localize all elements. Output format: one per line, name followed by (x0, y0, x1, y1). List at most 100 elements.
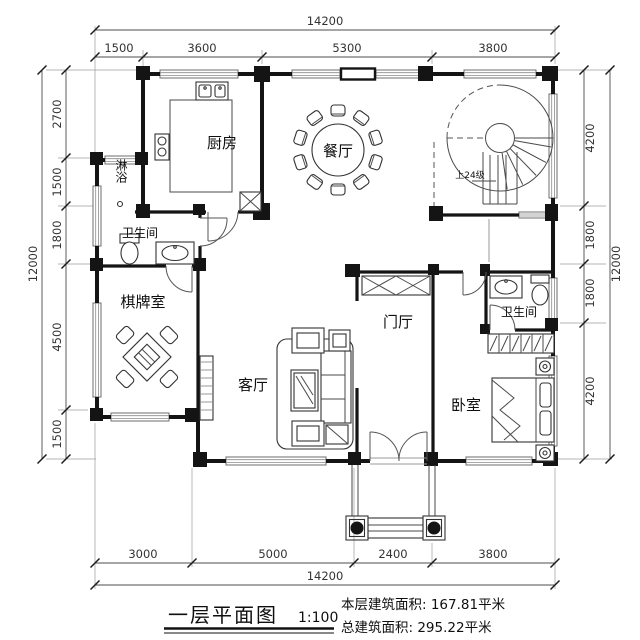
toilet (530, 274, 550, 306)
bathroom-1: 卫生间 (119, 226, 195, 265)
dining-chair (352, 174, 370, 190)
dim-label: 4200 (583, 376, 597, 405)
dining-chair (352, 110, 370, 126)
dim-left-segments: 2700 1500 1800 4500 1500 (50, 64, 72, 465)
window (225, 456, 327, 466)
window (92, 302, 102, 398)
entry-porch (345, 465, 446, 541)
door-arc (489, 304, 516, 331)
dim-top-segments: 1500 3600 5300 3800 (89, 41, 561, 63)
floor-drain (116, 200, 124, 208)
room-label-chess: 棋牌室 (120, 293, 165, 311)
chess-chairs (115, 325, 179, 389)
pillow (539, 410, 552, 436)
room-label-foyer: 门厅 (383, 313, 413, 331)
dining-chair (330, 183, 346, 196)
room-label-shower: 淋浴 (114, 159, 128, 184)
dining-chair (293, 129, 308, 146)
dim-label: 2700 (50, 99, 64, 128)
room-label-bath1: 卫生间 (122, 226, 158, 240)
wall-pier (339, 67, 377, 81)
kitchen-sink (195, 81, 229, 101)
dim-label: 3800 (478, 41, 507, 55)
room-label-kitchen: 厨房 (207, 134, 237, 152)
porch-column (422, 515, 446, 541)
dining-chair (306, 174, 324, 190)
window (518, 211, 549, 219)
dining-chair (368, 154, 383, 171)
window (465, 456, 533, 466)
nightstand (535, 357, 555, 376)
foyer: 门厅 (361, 275, 431, 331)
tv-cabinet (199, 355, 214, 421)
bathroom-2: 卫生间 (489, 274, 550, 319)
kitchen: 厨房 (154, 81, 262, 212)
entry-double-door (369, 431, 428, 465)
plan-title: 一层平面图 (168, 603, 278, 627)
window (463, 69, 537, 79)
dining-chair (330, 104, 346, 117)
flue-box (239, 191, 262, 212)
plan-scale: 1:100 (298, 610, 338, 626)
toilet (119, 233, 140, 265)
dining-room: 餐厅 (293, 104, 383, 196)
room-label-bedroom: 卧室 (451, 396, 481, 414)
chair (115, 369, 135, 389)
armchair (291, 420, 325, 447)
dim-label: 3000 (128, 547, 157, 561)
round-dining-table (311, 123, 365, 177)
shower-room: 淋浴 (114, 159, 128, 208)
dim-label: 1500 (104, 41, 133, 55)
dim-label: 3600 (187, 41, 216, 55)
mahjong-table (122, 332, 172, 382)
dim-label: 1500 (50, 167, 64, 196)
chess-room: 棋牌室 (115, 293, 179, 389)
living-room: 客厅 (199, 327, 354, 450)
chair (159, 369, 179, 389)
vanity-sink (155, 241, 195, 265)
dining-chair (306, 110, 324, 126)
door-arc (199, 217, 228, 247)
side-table (325, 424, 349, 445)
stove (154, 133, 170, 161)
door-arc (165, 265, 193, 293)
window (375, 69, 421, 79)
shoe-cabinet (361, 275, 431, 296)
armchair (291, 327, 325, 354)
dining-chair (293, 154, 308, 171)
window (548, 277, 558, 321)
chair (159, 325, 179, 345)
armchair (328, 329, 351, 352)
door-arc (207, 211, 239, 242)
dim-label: 4200 (583, 123, 597, 152)
dim-label: 14200 (307, 569, 344, 583)
window (92, 185, 102, 247)
dim-bottom-segments: 3000 5000 2400 3800 (89, 547, 561, 569)
spiral-staircase: 上24级 (446, 84, 554, 205)
dim-label: 1800 (583, 278, 597, 307)
porch-column (345, 515, 369, 541)
dim-bottom-total: 14200 (89, 569, 561, 591)
bedroom: 卧室 (451, 333, 555, 462)
dim-label: 1500 (50, 419, 64, 448)
floor-area-text: 本层建筑面积: 167.81平米 (341, 597, 506, 613)
room-label-living: 客厅 (238, 376, 268, 394)
sofa-set (276, 327, 354, 450)
chair (115, 325, 135, 345)
dim-label: 5000 (258, 547, 287, 561)
total-area-text: 总建筑面积: 295.22平米 (341, 620, 492, 636)
dim-label: 4500 (50, 322, 64, 351)
room-label-bath2: 卫生间 (501, 305, 537, 319)
room-label-dining: 餐厅 (323, 142, 353, 160)
doors (165, 211, 516, 465)
dim-label: 3800 (478, 547, 507, 561)
dim-left-total: 12000 (26, 64, 48, 465)
dim-right-segments: 4200 1800 1800 4200 (578, 64, 597, 465)
porch-steps (367, 517, 424, 539)
dim-label: 12000 (609, 246, 623, 283)
coffee-table (290, 369, 319, 412)
window (110, 412, 170, 422)
dim-right-total: 12000 (604, 64, 623, 465)
